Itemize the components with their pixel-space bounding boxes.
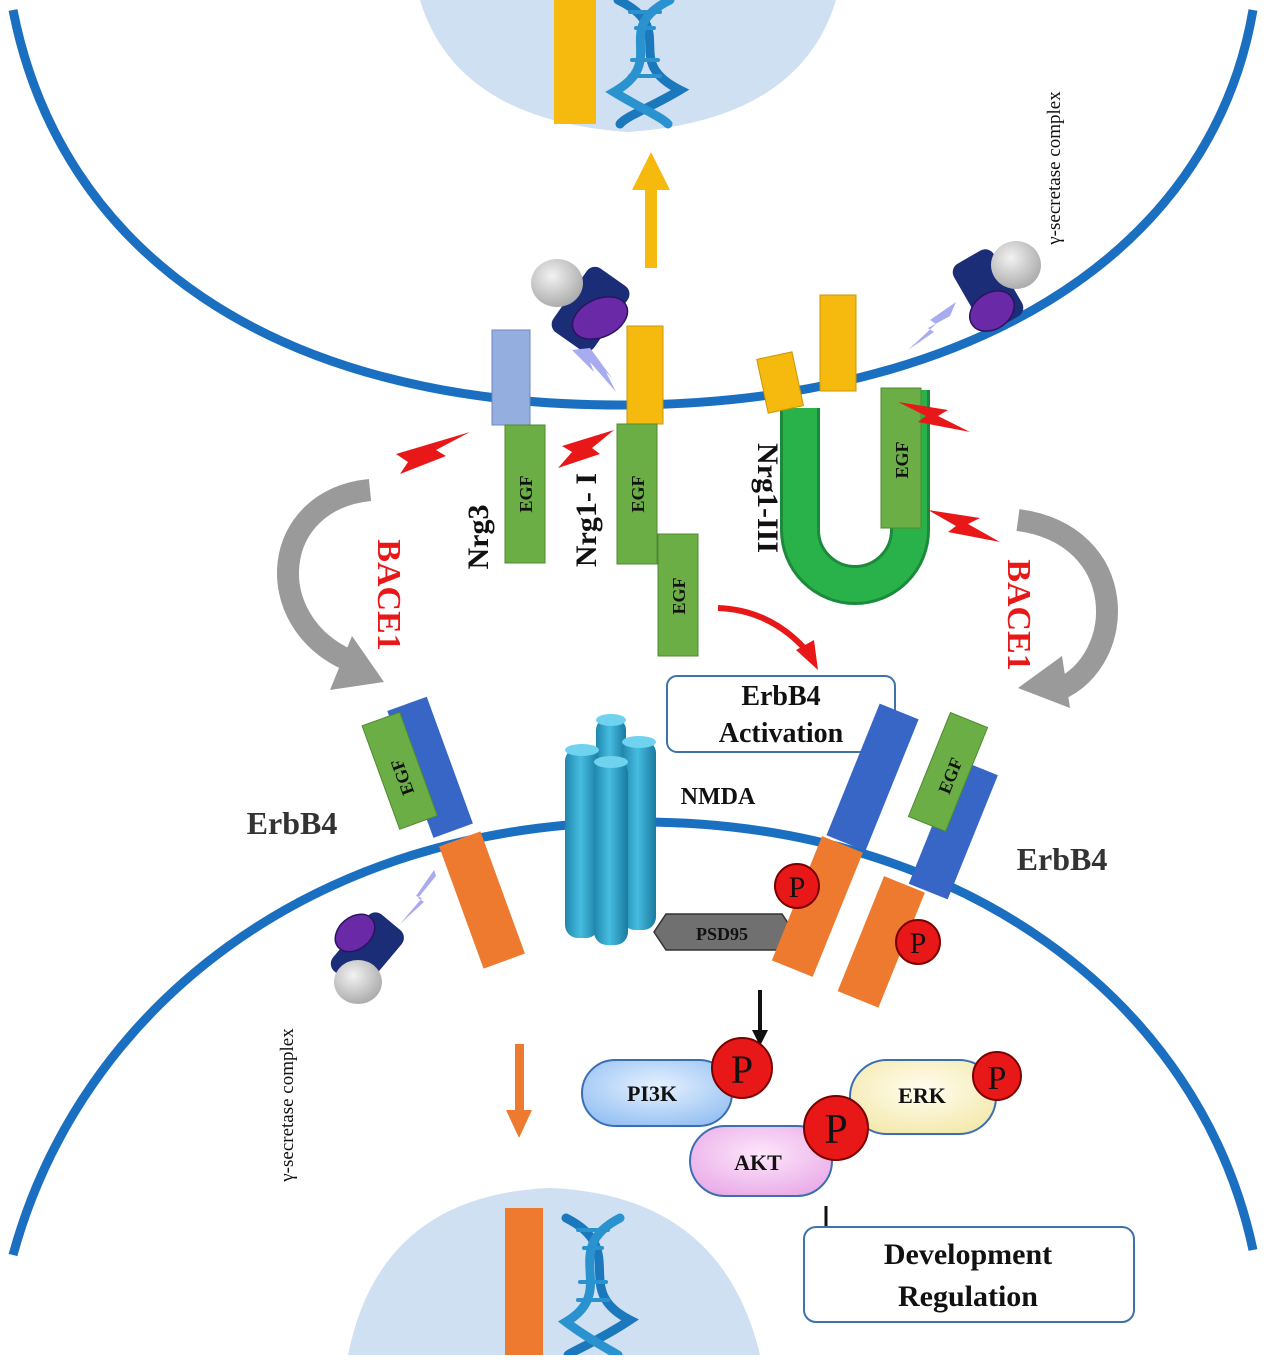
akt-label: AKT xyxy=(734,1150,782,1175)
bace1-cut-nrg1-iii-upper xyxy=(898,402,970,432)
nmda-receptor xyxy=(565,714,656,945)
nrg1-iii-egf-label: EGF xyxy=(892,441,912,478)
bace1-cut-nrg1-i xyxy=(558,430,614,468)
bace1-cut-nrg3 xyxy=(396,432,470,474)
nrg3-protein xyxy=(491,329,546,564)
erk-label: ERK xyxy=(898,1083,946,1108)
nrg1-i-label: Nrg1- I xyxy=(570,473,603,567)
erbb4-left-label: ErbB4 xyxy=(247,805,338,841)
nrg1-iii-label: Nrg1-III xyxy=(751,443,784,553)
gamma-secretase-top-label: γ-secretase complex xyxy=(1044,91,1065,246)
erbb4-left-receptor xyxy=(361,696,525,969)
top-nucleus xyxy=(420,0,836,132)
development-regulation-box xyxy=(803,1226,1135,1323)
nrg3-label: Nrg3 xyxy=(462,505,495,570)
phospho-pi3k: P xyxy=(711,1037,773,1099)
top-nuclear-bar xyxy=(554,0,596,124)
phospho-erk: P xyxy=(972,1051,1022,1101)
top-cell-membrane xyxy=(8,9,1258,410)
development-line1: Development xyxy=(884,1238,1052,1271)
development-line2: Regulation xyxy=(898,1280,1038,1313)
cleaved-egf-fragment xyxy=(657,533,699,657)
svg-text:P: P xyxy=(824,1107,847,1153)
nmda-label: NMDA xyxy=(681,784,756,810)
gamma-secretase-top-right xyxy=(952,241,1041,332)
erbb4-right-label: ErbB4 xyxy=(1017,841,1108,877)
nrg1-i-protein xyxy=(616,325,664,565)
erbb4-right-receptor xyxy=(771,703,998,1008)
yellow-up-arrow xyxy=(632,152,670,268)
cleaved-egf-label: EGF xyxy=(669,577,689,614)
gamma-secretase-bottom-left xyxy=(330,912,404,1004)
bace1-right-label: BACE1 xyxy=(1000,559,1037,670)
svg-text:P: P xyxy=(789,871,806,904)
bace1-cut-nrg1-iii-lower xyxy=(928,510,1000,542)
svg-text:P: P xyxy=(988,1060,1007,1097)
gamma-secretase-top-left xyxy=(531,259,630,352)
orange-down-arrow xyxy=(506,1044,532,1138)
svg-text:P: P xyxy=(731,1047,753,1092)
signal-down-arrow xyxy=(752,990,768,1046)
erbb4-activation-line2: Activation xyxy=(719,718,844,749)
erbb4-activation-line1: ErbB4 xyxy=(741,681,820,712)
gray-curved-arrow-right xyxy=(1016,509,1118,708)
gray-curved-arrow-left xyxy=(277,479,384,690)
bottom-nuclear-bar xyxy=(505,1208,543,1355)
phospho-erbb4-upper: P xyxy=(774,863,820,909)
gamma-secretase-bottom-label: γ-secretase complex xyxy=(277,1028,298,1183)
pi3k-label: PI3K xyxy=(627,1081,677,1106)
lightning-gamma-bottom xyxy=(400,870,436,924)
akt-node xyxy=(689,1125,833,1197)
phospho-akt: P xyxy=(803,1095,869,1161)
bace1-left-label: BACE1 xyxy=(370,539,407,650)
psd95-label: PSD95 xyxy=(696,924,748,944)
nrg1-iii-protein xyxy=(756,294,930,605)
bottom-dna-icon xyxy=(557,1213,639,1360)
activation-arrowhead xyxy=(796,640,818,670)
lightning-gamma-right xyxy=(908,302,956,350)
phospho-erbb4-lower: P xyxy=(895,919,941,965)
bottom-nucleus xyxy=(348,1188,760,1355)
nrg1-i-egf-label: EGF xyxy=(628,475,648,512)
svg-text:P: P xyxy=(910,927,927,960)
lightning-gamma-left xyxy=(572,348,616,392)
activation-arrow xyxy=(717,605,809,653)
top-dna-icon xyxy=(605,0,690,129)
nrg3-egf-label: EGF xyxy=(516,475,536,512)
